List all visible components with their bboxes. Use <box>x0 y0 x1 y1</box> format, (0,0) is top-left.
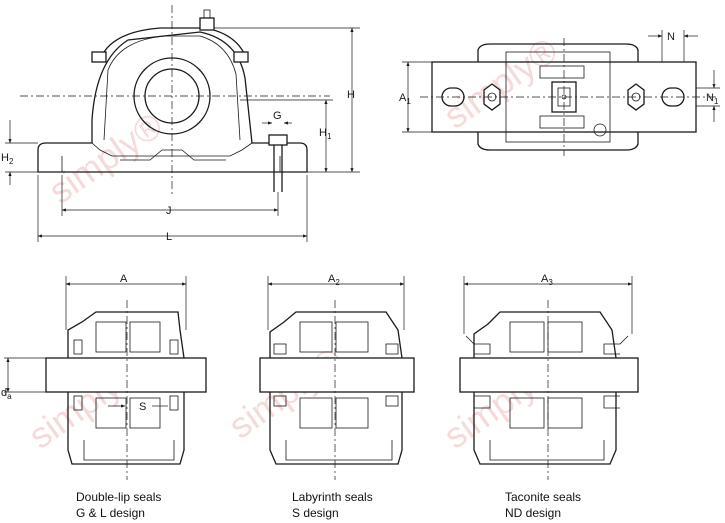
section-view-labyrinth: A2 <box>259 273 415 480</box>
dim-N: N <box>667 31 675 43</box>
caption-taconite-line2: ND design <box>505 506 562 520</box>
section-view-double-lip: A da S <box>1 273 207 480</box>
dim-N1: N1 <box>706 92 719 106</box>
dim-L: L <box>166 231 172 243</box>
dim-S: S <box>139 401 146 413</box>
caption-double-lip-line2: G & L design <box>76 506 145 520</box>
dim-A1: A1 <box>399 92 411 106</box>
dim-A: A <box>120 273 128 285</box>
dim-J: J <box>166 205 172 217</box>
dim-da: da <box>1 387 12 401</box>
dim-H: H <box>347 89 355 101</box>
caption-double-lip-line1: Double-lip seals <box>76 490 162 504</box>
dim-A2: A2 <box>328 273 340 287</box>
caption-labyrinth-line2: S design <box>292 506 339 520</box>
dim-A3: A3 <box>541 273 553 287</box>
caption-taconite-line1: Taconite seals <box>505 490 582 504</box>
dim-G: G <box>273 110 282 122</box>
top-view: N N1 A1 <box>399 30 720 156</box>
dim-H1: H1 <box>319 127 332 141</box>
caption-taconite: Taconite seals ND design <box>505 489 581 521</box>
front-view: H H1 H2 G J L <box>1 5 360 243</box>
section-view-taconite: A3 <box>459 273 639 480</box>
caption-labyrinth-line1: Labyrinth seals <box>292 490 373 504</box>
watermark-4: simply® <box>221 339 350 446</box>
caption-double-lip: Double-lip seals G & L design <box>76 489 161 521</box>
dim-H2: H2 <box>1 152 14 166</box>
watermark-2: simply® <box>436 29 565 136</box>
caption-labyrinth: Labyrinth seals S design <box>292 489 373 521</box>
